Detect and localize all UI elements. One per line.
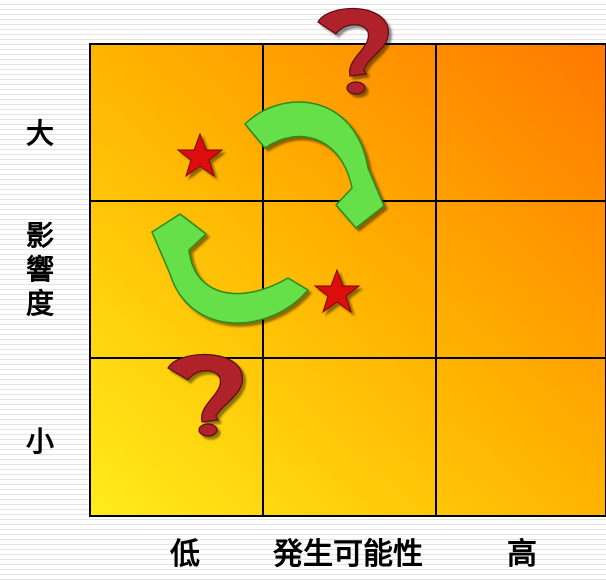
cycle-arrow-lower [151,213,309,324]
x-axis-high-label: 高 [507,537,537,572]
x-axis-title: 発生可能性 [273,537,423,572]
x-axis-low-label: 低 [170,537,200,572]
cycle-arrow-upper [244,101,385,229]
y-axis-high-label: 大 [25,117,54,150]
matrix-background [90,44,606,516]
y-axis-low-label: 小 [25,425,54,458]
star-marker-upper [176,132,224,178]
y-axis-title-text: 影響度 [26,219,55,320]
star-marker-lower [313,268,361,314]
question-mark-icon-bottom [167,353,243,437]
question-mark-icon-top [317,7,389,95]
y-axis-title: 影響度 [16,219,64,321]
